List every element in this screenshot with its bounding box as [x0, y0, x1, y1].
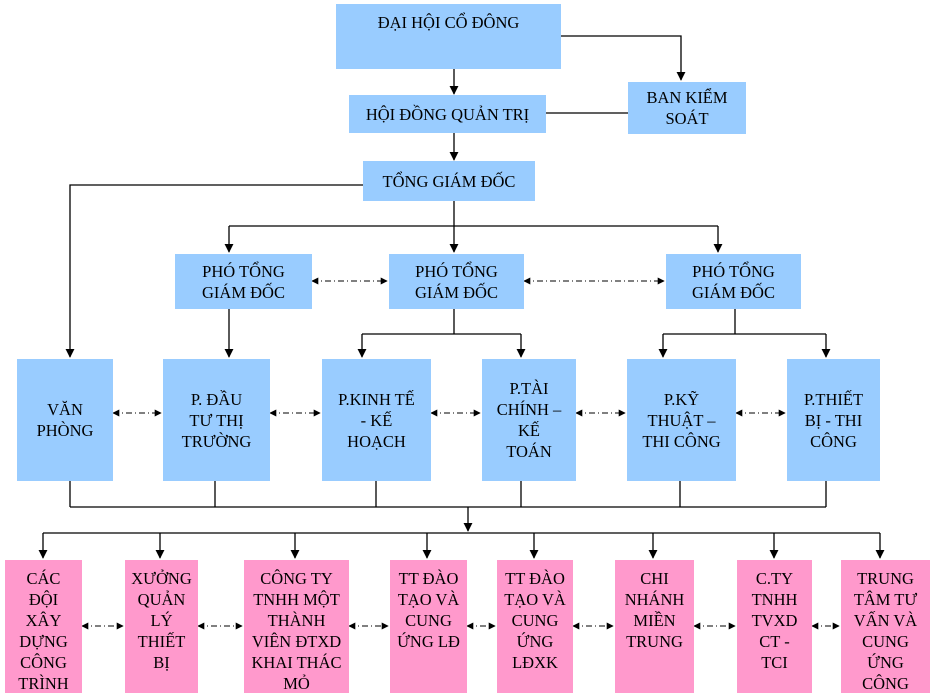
line-ptgd2-bus: [362, 309, 521, 335]
equipment-construction-dept-box: P.THIẾT BỊ - THI CÔNG: [787, 359, 880, 481]
investment-market-dept-box: P. ĐẦU TƯ THỊ TRƯỜNG: [163, 359, 270, 481]
equipment-workshop-box: XƯỞNG QUẢN LÝ THIẾT BỊ: [125, 560, 198, 693]
supervisory-board-box: BAN KIỂM SOÁT: [628, 82, 746, 134]
economic-planning-dept-box: P.KINH TẾ - KẾ HOẠCH: [322, 359, 431, 481]
deputy-director-2-box: PHÓ TỔNG GIÁM ĐỐC: [389, 254, 524, 309]
export-labor-training-center-box: TT ĐÀO TẠO VÀ CUNG ỨNG LĐXK: [497, 560, 573, 693]
line-tgd-ptgd-bus: [229, 201, 718, 227]
unit-arrowheads: [38, 549, 885, 559]
technical-construction-dept-box: P.KỸ THUẬT – THI CÔNG: [627, 359, 736, 481]
line-tgd-vanphong: [65, 184, 363, 358]
central-branch-box: CHI NHÁNH MIỀN TRUNG: [615, 560, 694, 693]
consulting-center-box: TRUNG TÂM TƯ VẤN VÀ CUNG ỨNG CÔNG: [841, 560, 930, 693]
board-of-directors-box: HỘI ĐỒNG QUẢN TRỊ: [349, 95, 546, 133]
mining-company-box: CÔNG TY TNHH MỘT THÀNH VIÊN ĐTXD KHAI TH…: [244, 560, 349, 693]
general-director-box: TỔNG GIÁM ĐỐC: [363, 161, 535, 201]
deputy-director-1-box: PHÓ TỔNG GIÁM ĐỐC: [175, 254, 312, 309]
construction-teams-box: CÁC ĐỘI XÂY DỰNG CÔNG TRÌNH: [5, 560, 82, 693]
line-ptgd3-bus: [663, 309, 826, 335]
finance-accounting-dept-box: P.TÀI CHÍNH – KẾ TOÁN: [482, 359, 576, 481]
deputy-director-3-box: PHÓ TỔNG GIÁM ĐỐC: [666, 254, 801, 309]
line-dhcd-bks: [561, 35, 686, 81]
coordination-links: [81, 277, 840, 630]
general-meeting-box: ĐẠI HỘI CỔ ĐÔNG: [336, 4, 561, 69]
office-dept-box: VĂN PHÒNG: [17, 359, 113, 481]
labor-training-center-box: TT ĐÀO TẠO VÀ CUNG ỨNG LĐ: [390, 560, 467, 693]
tvxd-company-box: C.TY TNHH TVXD CT - TCI: [737, 560, 812, 693]
line-depts-merge: [69, 481, 827, 508]
line-to-units: [42, 533, 881, 556]
